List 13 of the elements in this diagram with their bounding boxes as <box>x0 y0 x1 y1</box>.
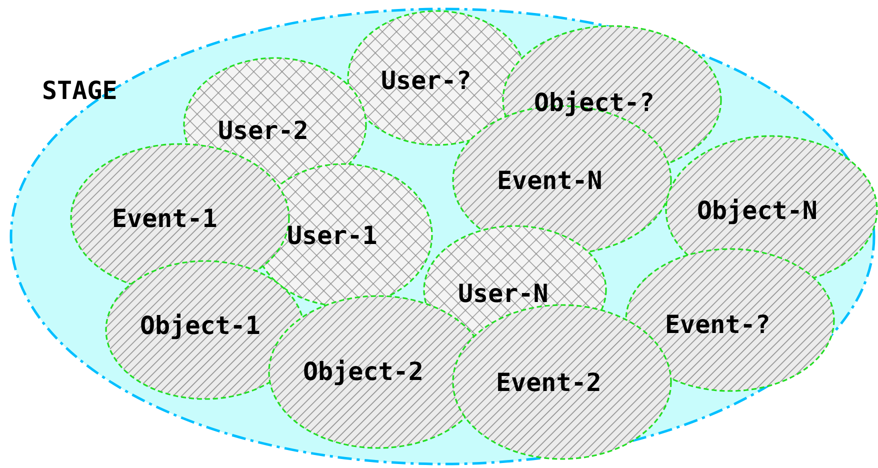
node-label: User-1 <box>287 223 378 248</box>
node-label: STAGE <box>42 78 118 103</box>
node-label: Object-N <box>697 198 818 223</box>
node-label: Event-2 <box>496 370 602 395</box>
node-label: Event-? <box>665 312 770 337</box>
node-label: Event-N <box>497 168 602 193</box>
node-label: Event-1 <box>112 206 218 231</box>
node-label: Object-1 <box>140 313 260 338</box>
node-label: Object-? <box>534 90 654 115</box>
node-label: User-N <box>458 281 548 306</box>
node-label: User-2 <box>218 118 308 143</box>
node-label: Object-2 <box>303 359 424 384</box>
node-label: User-? <box>381 68 472 93</box>
